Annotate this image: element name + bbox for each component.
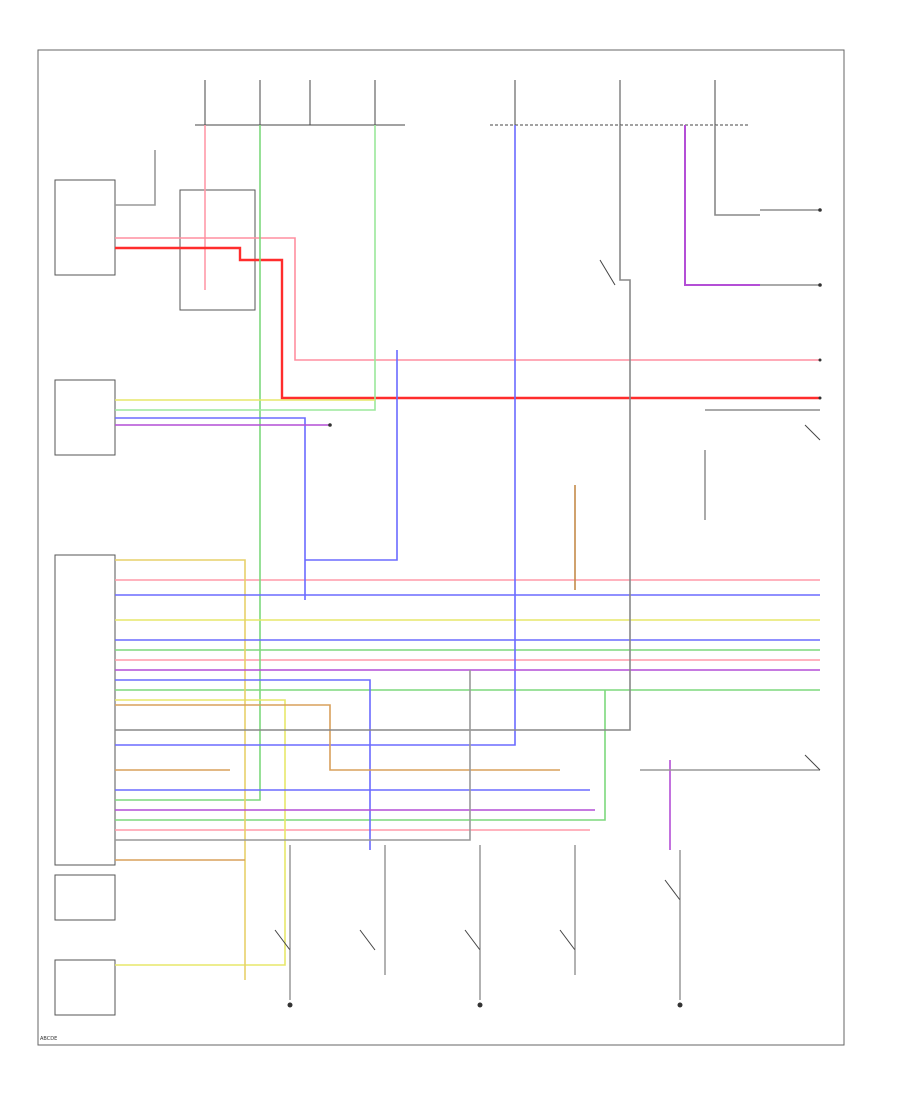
sensor-box-left: [54, 379, 116, 456]
fuse-group-left: [204, 80, 716, 125]
junction-box-center: [179, 189, 256, 311]
module-box-upper-left: [54, 179, 116, 276]
right-connector-stubs: [704, 209, 820, 520]
switch-box-left: [54, 874, 116, 921]
bottom-sensor-drops: [289, 845, 681, 1000]
wire-set: [115, 125, 820, 980]
ground-points: [287, 208, 822, 1008]
unit-box-bottom-left: [54, 959, 116, 1016]
diagram-frame: [37, 49, 845, 1046]
main-module-box: [54, 554, 116, 866]
switch-symbols: [274, 259, 821, 951]
footer-code: ABCDE: [40, 1036, 57, 1042]
